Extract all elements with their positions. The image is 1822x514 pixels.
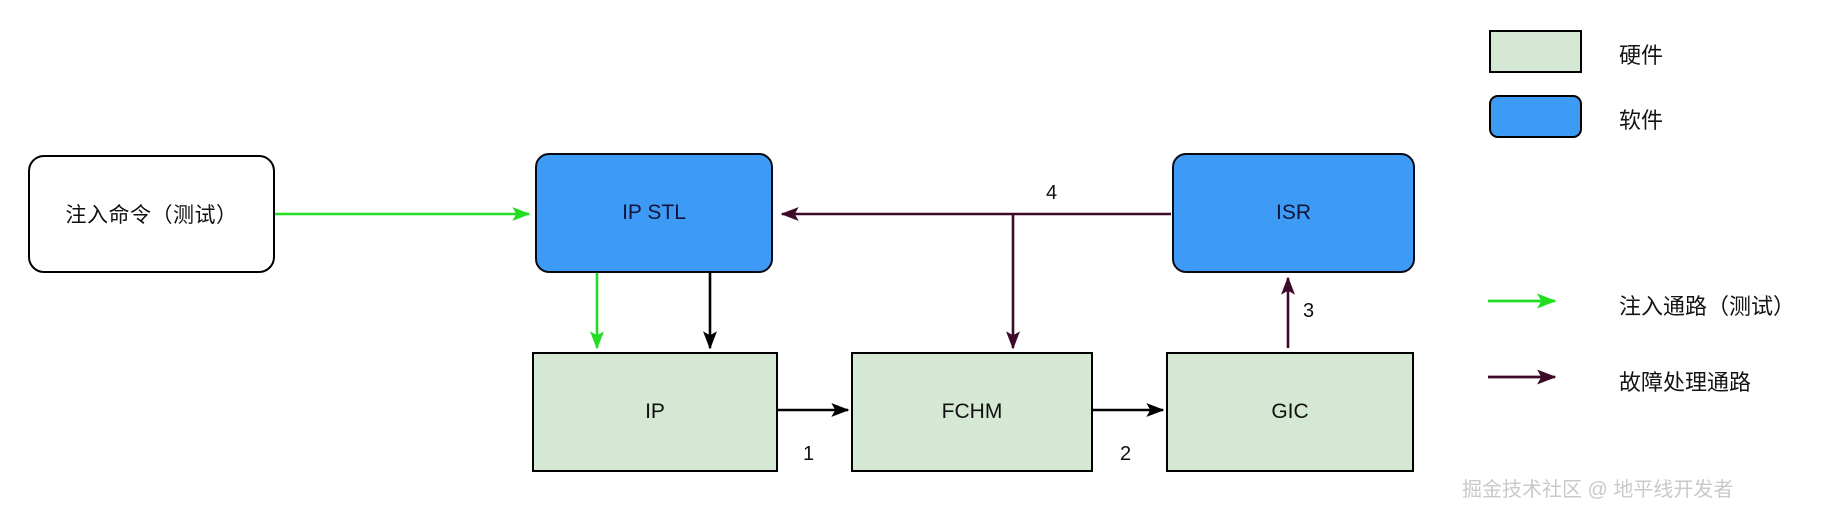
edge-label-ip-to-fchm: 1 (803, 443, 815, 465)
watermark-text: 掘金技术社区 @ 地平线开发者 (1462, 479, 1734, 501)
legend-label-fault-path: 故障处理通路 (1619, 370, 1752, 395)
node-ip-stl[interactable] (535, 153, 773, 273)
node-gic[interactable] (1166, 352, 1414, 472)
legend-label-software: 软件 (1619, 108, 1664, 133)
legend-swatch-hardware (1489, 30, 1582, 73)
node-ip[interactable] (532, 352, 778, 472)
node-fchm[interactable] (851, 352, 1093, 472)
node-inject-command[interactable] (28, 155, 275, 273)
legend-swatch-software (1489, 95, 1582, 138)
edge-label-isr-to-ip-stl: 4 (1046, 182, 1058, 204)
node-isr[interactable] (1172, 153, 1415, 273)
edge-label-gic-to-isr: 3 (1303, 300, 1315, 322)
edge-label-fchm-to-gic: 2 (1120, 443, 1132, 465)
legend-label-hardware: 硬件 (1619, 43, 1664, 68)
legend-label-injection-path: 注入通路（测试） (1619, 294, 1796, 319)
edge-isr-to-ipstl (780, 207, 1171, 350)
